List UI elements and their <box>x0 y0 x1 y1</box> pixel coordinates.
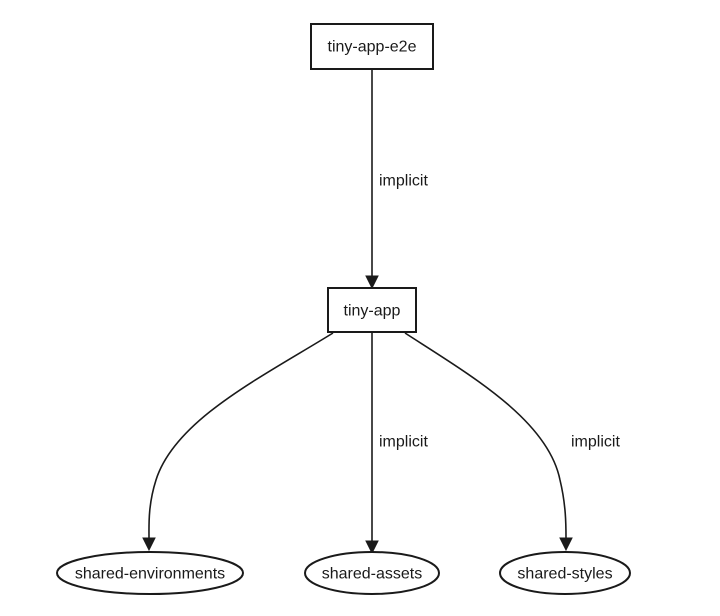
node-tiny-app-e2e[interactable]: tiny-app-e2e <box>310 23 434 70</box>
arrowhead-icon <box>142 537 156 552</box>
node-shared-styles[interactable]: shared-styles <box>499 551 631 595</box>
node-label: tiny-app-e2e <box>328 39 417 56</box>
node-ellipse <box>56 551 244 595</box>
edge-label: implicit <box>379 434 428 451</box>
edge-app-to-environments <box>142 332 334 552</box>
arrowhead-icon <box>365 540 379 555</box>
edge-line <box>404 332 567 539</box>
arrowhead-icon <box>365 275 379 290</box>
edge-app-to-styles: implicit <box>404 332 620 552</box>
node-shared-assets[interactable]: shared-assets <box>304 551 440 595</box>
edge-label: implicit <box>571 434 620 451</box>
node-box <box>327 287 417 333</box>
node-box <box>310 23 434 70</box>
edge-line <box>148 332 334 539</box>
node-ellipse <box>499 551 631 595</box>
node-label: shared-assets <box>322 566 423 583</box>
node-ellipse <box>304 551 440 595</box>
edge-label: implicit <box>379 173 428 190</box>
node-label: shared-environments <box>75 566 225 583</box>
node-label: shared-styles <box>517 566 612 583</box>
edge-app-to-assets: implicit <box>365 332 428 555</box>
arrowhead-icon <box>559 537 573 552</box>
edge-e2e-to-app: implicit <box>365 70 428 290</box>
node-tiny-app[interactable]: tiny-app <box>327 287 417 333</box>
node-shared-environments[interactable]: shared-environments <box>56 551 244 595</box>
node-label: tiny-app <box>344 303 401 320</box>
